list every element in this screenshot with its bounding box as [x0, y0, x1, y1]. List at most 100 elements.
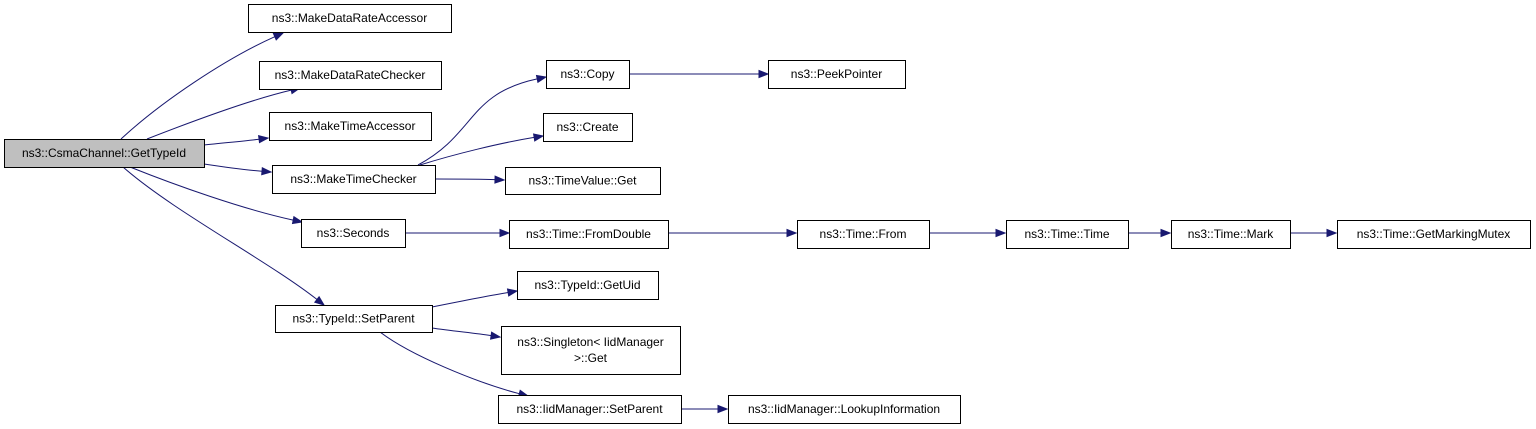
edge-arrowhead	[272, 32, 285, 41]
edge-root-to-mta	[203, 135, 270, 146]
node-label: ns3::Time::FromDouble	[526, 227, 651, 241]
node-box	[509, 220, 669, 249]
node-box	[768, 60, 906, 89]
node-sec[interactable]: ns3::Seconds	[301, 219, 406, 248]
node-label: ns3::Time::From	[820, 227, 907, 241]
node-box	[505, 167, 661, 195]
edge-arrowhead	[258, 135, 270, 144]
node-label: ns3::Time::Mark	[1188, 227, 1275, 241]
node-label: ns3::Create	[556, 120, 618, 134]
node-mtc[interactable]: ns3::MakeTimeChecker	[272, 165, 436, 194]
node-root[interactable]: ns3::CsmaChannel::GetTypeId	[4, 139, 205, 168]
edge-arrowhead	[291, 215, 304, 225]
node-label: ns3::TypeId::SetParent	[292, 312, 415, 326]
node-label: ns3::Copy	[560, 67, 614, 81]
edge-line	[122, 166, 318, 300]
edge-arrowhead	[535, 74, 548, 84]
edge-line	[203, 138, 260, 146]
edge-mtc-to-copy	[417, 74, 548, 166]
edge-arrowhead	[494, 175, 506, 184]
edge-arrowhead	[1160, 228, 1172, 238]
node-getuid[interactable]: ns3::TypeId::GetUid	[517, 271, 659, 300]
node-tvget[interactable]: ns3::TimeValue::Get	[505, 167, 661, 195]
edge-tsp-to-singleton	[431, 327, 502, 340]
node-box	[498, 395, 682, 424]
edge-arrowhead	[490, 331, 502, 340]
edge-line	[417, 78, 538, 166]
edge-line	[379, 331, 520, 395]
node-label: ns3::Time::Time	[1024, 227, 1109, 241]
edge-fromdouble-to-from	[668, 228, 798, 238]
node-box	[272, 165, 436, 194]
edge-sec-to-fromdouble	[405, 228, 511, 238]
edge-line	[203, 163, 263, 172]
edge-arrowhead	[1326, 228, 1338, 238]
edge-line	[146, 89, 292, 140]
node-mta[interactable]: ns3::MakeTimeAccessor	[269, 112, 432, 141]
call-graph-edges	[120, 32, 1338, 414]
node-label: ns3::MakeTimeAccessor	[285, 119, 416, 133]
node-box	[1171, 220, 1291, 249]
node-from[interactable]: ns3::Time::From	[797, 220, 930, 249]
node-singleton[interactable]: ns3::Singleton< IidManager>::Get	[501, 326, 681, 375]
edge-arrowhead	[506, 288, 519, 297]
edge-root-to-mtc	[203, 163, 273, 176]
node-mdrc[interactable]: ns3::MakeDataRateChecker	[259, 61, 442, 90]
node-box	[1006, 220, 1129, 249]
node-label: ns3::TypeId::GetUid	[534, 278, 640, 292]
edge-arrowhead	[313, 295, 326, 306]
node-peek[interactable]: ns3::PeekPointer	[768, 60, 906, 89]
edge-from-to-time	[929, 228, 1007, 238]
edge-arrowhead	[717, 404, 729, 414]
edge-line	[431, 327, 492, 337]
node-label: ns3::PeekPointer	[791, 67, 882, 81]
edge-copy-to-peek	[629, 69, 770, 79]
node-lookup[interactable]: ns3::IidManager::LookupInformation	[728, 395, 961, 424]
edge-root-to-mdra	[120, 32, 285, 140]
node-box	[797, 220, 930, 249]
node-label: ns3::MakeDataRateAccessor	[272, 11, 427, 25]
node-label: ns3::CsmaChannel::GetTypeId	[22, 146, 186, 160]
edge-arrowhead	[261, 167, 273, 176]
node-label: >::Get	[574, 351, 608, 365]
edge-arrowhead	[758, 69, 770, 79]
node-copy[interactable]: ns3::Copy	[546, 60, 630, 89]
edge-mtc-to-create	[419, 133, 545, 166]
node-box	[259, 61, 442, 90]
edge-time-to-mark	[1128, 228, 1172, 238]
node-label: ns3::Time::GetMarkingMutex	[1357, 227, 1511, 241]
edge-arrowhead	[786, 228, 798, 238]
node-box	[543, 113, 633, 142]
edge-line	[129, 166, 294, 221]
edge-line	[431, 292, 509, 308]
node-label: ns3::Seconds	[317, 226, 390, 240]
edge-line	[120, 36, 276, 140]
node-box	[517, 271, 659, 300]
edge-iidsetparent-to-lookup	[681, 404, 729, 414]
node-box	[248, 4, 452, 33]
node-fromdouble[interactable]: ns3::Time::FromDouble	[509, 220, 669, 249]
node-create[interactable]: ns3::Create	[543, 113, 633, 142]
node-box	[275, 305, 433, 333]
node-mark[interactable]: ns3::Time::Mark	[1171, 220, 1291, 249]
edge-arrowhead	[532, 133, 545, 142]
edge-mtc-to-tvget	[434, 175, 506, 184]
node-label: ns3::MakeDataRateChecker	[275, 68, 426, 82]
edge-arrowhead	[499, 228, 511, 238]
node-tsp[interactable]: ns3::TypeId::SetParent	[275, 305, 433, 333]
node-mutex[interactable]: ns3::Time::GetMarkingMutex	[1337, 220, 1531, 249]
edge-line	[434, 178, 496, 181]
node-time[interactable]: ns3::Time::Time	[1006, 220, 1129, 249]
edge-line	[419, 136, 535, 166]
edge-arrowhead	[995, 228, 1007, 238]
edge-tsp-to-getuid	[431, 288, 519, 308]
node-iidsetparent[interactable]: ns3::IidManager::SetParent	[498, 395, 682, 424]
node-box	[728, 395, 961, 424]
node-label: ns3::IidManager::SetParent	[516, 402, 663, 416]
edge-mark-to-mutex	[1290, 228, 1338, 238]
node-box	[1337, 220, 1531, 249]
edge-root-to-sec	[129, 166, 304, 225]
node-mdra[interactable]: ns3::MakeDataRateAccessor	[248, 4, 452, 33]
node-label: ns3::MakeTimeChecker	[290, 172, 416, 186]
